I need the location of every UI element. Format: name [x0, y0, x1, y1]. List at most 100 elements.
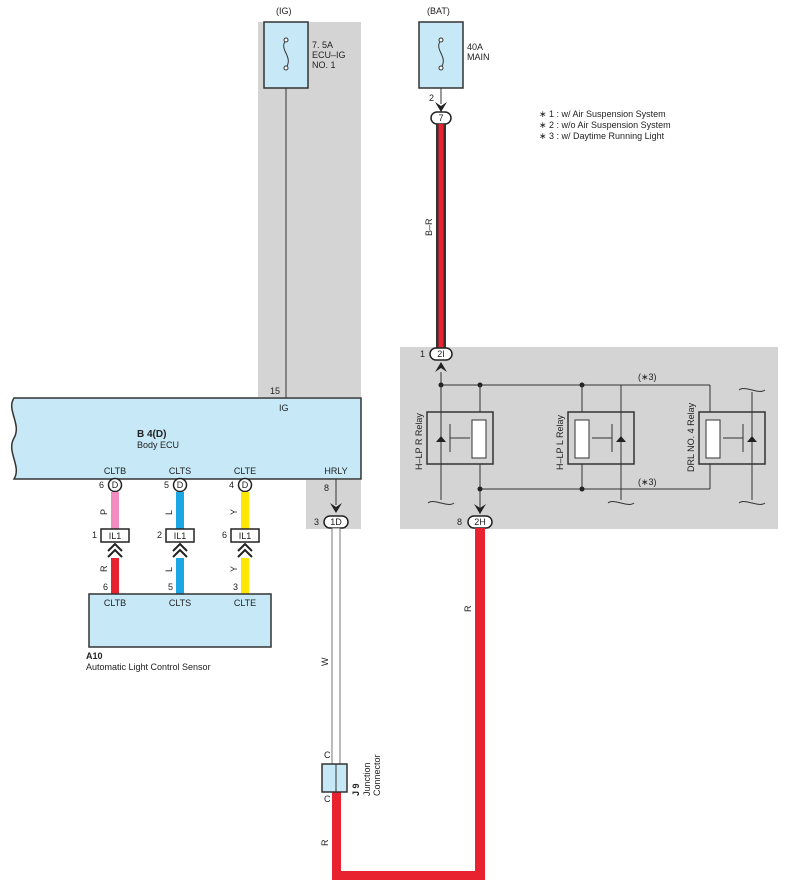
sensor-terminal-clts: CLTS	[169, 598, 191, 608]
ecu-conn-clts	[172, 477, 188, 493]
relay-3-coil	[705, 419, 721, 459]
relay-2-break-icon	[607, 501, 635, 505]
j9-wire-bottom-label: R	[320, 839, 330, 846]
wire-y-label: Y	[229, 509, 239, 515]
ecu-ig-pin: 15	[270, 386, 280, 396]
ig-label: (IG)	[276, 6, 292, 16]
sensor-code: A10	[86, 651, 103, 661]
relay-2-label: H–LP L Relay	[555, 414, 565, 470]
relay-1-label: H–LP R Relay	[414, 413, 424, 470]
bat-fuse-box	[418, 21, 464, 89]
sensor-terminal-cltb: CLTB	[104, 598, 126, 608]
sensor-name: Automatic Light Control Sensor	[86, 662, 211, 672]
bus-node-4	[477, 486, 483, 492]
wire-l-upper	[176, 492, 184, 529]
relay-1-coil	[471, 419, 487, 459]
ig-fuse-name-2: NO. 1	[312, 60, 336, 70]
ecu-terminal-label-cltb: CLTB	[104, 466, 126, 476]
ecu-conn-cltb	[107, 477, 123, 493]
ecu-pin-cltb: 6	[99, 480, 104, 490]
wire-w	[331, 527, 341, 765]
ecu-hrly-pin: 8	[324, 483, 329, 493]
il1-conn-1	[100, 528, 130, 543]
j9-name-1: Junction	[362, 762, 372, 796]
relay-2-coil	[574, 419, 590, 459]
ecu-conn-label-clte: D	[242, 480, 249, 490]
j9-name-2: Connector	[372, 754, 382, 796]
ig-fuse-name-1: ECU–IG	[312, 50, 346, 60]
relay-top-connector	[429, 347, 453, 361]
wire-y-lower-label: Y	[229, 566, 239, 572]
bat-wire-br-stripe	[438, 124, 444, 349]
relay-bottom-connector-label: 2H	[474, 517, 486, 527]
ig-fuse-rating: 7. 5A	[312, 40, 333, 50]
wire-w-label: W	[320, 657, 330, 666]
il1-conn-3	[230, 528, 260, 543]
il1-pin-left-3: 6	[222, 530, 227, 540]
sensor-pin-clts: 5	[168, 582, 173, 592]
il1-conn-2	[165, 528, 195, 543]
body-ecu-code: B 4(D)	[137, 429, 166, 440]
relay-3-break-top-icon	[738, 388, 766, 392]
relay-bottom-pin: 8	[457, 517, 462, 527]
j9-box	[321, 763, 348, 793]
relay-note-bottom: (∗3)	[638, 477, 657, 487]
il1-label-3: IL1	[239, 531, 252, 541]
sensor-pin-cltb: 6	[103, 582, 108, 592]
relay-top-connector-label: 2I	[437, 349, 445, 359]
note-1: ∗ 1 : w/ Air Suspension System	[539, 109, 666, 119]
ecu-conn-label-cltb: D	[112, 480, 119, 490]
relay-wire-out-label: R	[463, 605, 473, 612]
ecu-pin-clte: 4	[229, 480, 234, 490]
ecu-pin-clts: 5	[164, 480, 169, 490]
body-ecu-box	[11, 397, 362, 480]
bat-pin: 2	[429, 93, 434, 103]
ecu-conn-label-clts: D	[177, 480, 184, 490]
relay-3-break-bottom-icon	[738, 501, 766, 505]
wire-r-vertical	[475, 528, 485, 880]
bat-fuse-rating: 40A	[467, 42, 483, 52]
conn-1d-label: 1D	[330, 517, 342, 527]
sensor-pin-clte: 3	[233, 582, 238, 592]
relay-1-diode-icon	[436, 436, 446, 442]
wire-l-label: L	[164, 510, 174, 515]
ig-fuse-terminal-top	[283, 37, 289, 43]
bus-node-5	[579, 486, 585, 492]
ecu-conn-clte	[237, 477, 253, 493]
il1-label-1: IL1	[109, 531, 122, 541]
il1-chevron-icon-3	[237, 542, 253, 558]
wire-p	[111, 492, 119, 529]
relay-3-label: DRL NO. 4 Relay	[686, 402, 696, 472]
ecu-ig-label: IG	[279, 403, 289, 413]
relay-top-arrow-icon	[435, 362, 447, 372]
sensor-terminal-clte: CLTE	[234, 598, 256, 608]
wire-l-lower	[176, 558, 184, 594]
wire-p-label: P	[99, 509, 109, 515]
ecu-terminal-label-clts: CLTS	[169, 466, 191, 476]
body-ecu-name: Body ECU	[137, 440, 179, 450]
bat-fuse-terminal-bottom	[438, 65, 444, 71]
bat-label: (BAT)	[427, 6, 450, 16]
j9-pin-bottom: C	[324, 794, 331, 804]
relay-top-pin: 1	[420, 349, 425, 359]
il1-pin-left-1: 1	[92, 530, 97, 540]
il1-chevron-icon-2	[172, 542, 188, 558]
bat-fuse-icon	[438, 39, 444, 69]
il1-pin-left-2: 2	[157, 530, 162, 540]
il1-chevron-icon-1	[107, 542, 123, 558]
ecu-terminal-label-clte: CLTE	[234, 466, 256, 476]
note-3: ∗ 3 : w/ Daytime Running Light	[539, 131, 665, 141]
relay-1-break-icon	[427, 501, 455, 505]
conn-1d-pin: 3	[314, 517, 319, 527]
relay-2-diode-icon	[616, 436, 626, 442]
wire-y-upper	[241, 492, 249, 529]
sensor-box	[88, 593, 272, 648]
wire-r-horizontal	[332, 871, 485, 880]
il1-label-2: IL1	[174, 531, 187, 541]
ig-fuse-terminal-bottom	[283, 65, 289, 71]
ig-fuse-box	[263, 21, 309, 89]
j9-pin-top: C	[324, 750, 331, 760]
wire-r-sensor	[111, 558, 119, 594]
relay-bottom-arrow-icon	[474, 504, 486, 514]
